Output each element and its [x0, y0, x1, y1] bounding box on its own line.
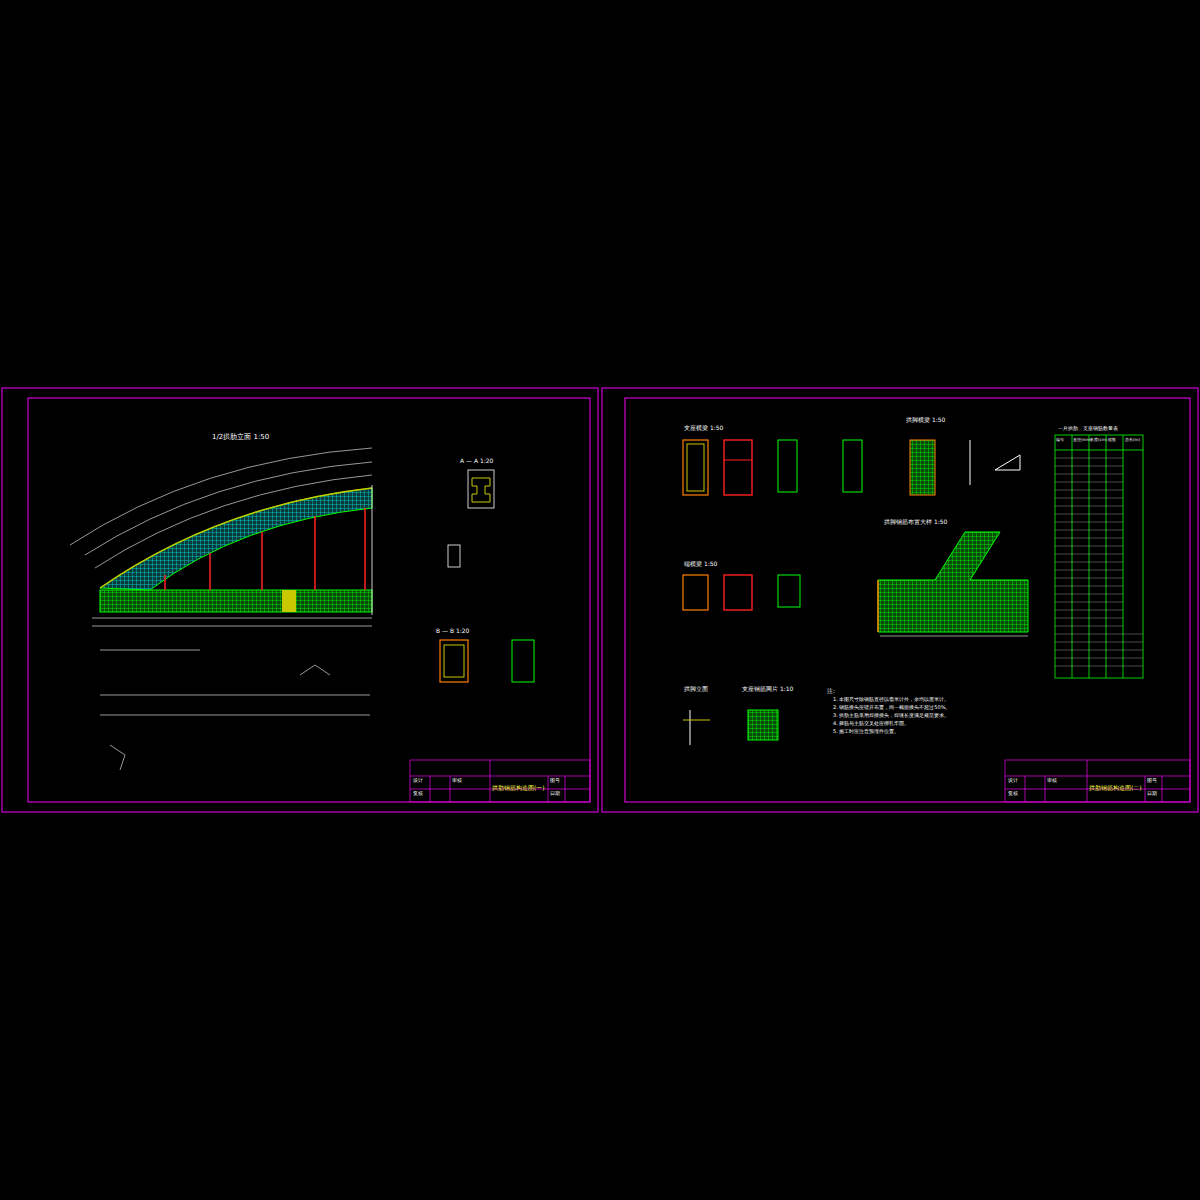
drawing-label: 编号	[1056, 438, 1064, 442]
drawing-label: 拱肋钢筋构造图(一)	[492, 785, 545, 792]
drawing-label: 端横梁 1:50	[684, 561, 717, 568]
drawing-label: 拱脚横梁 1:50	[906, 417, 945, 424]
drawing-label: 图号	[550, 778, 560, 784]
table-rows	[1055, 458, 1143, 666]
drawing-label: 1/2拱肋立面 1:50	[212, 434, 269, 442]
drawing-label: 审核	[452, 778, 462, 784]
drawing-label: 一片拱肋、支座钢筋数量表	[1058, 426, 1118, 432]
drawing-label: 长度(cm)	[1090, 438, 1107, 442]
drawing-label: 设计	[413, 778, 423, 784]
arch-elevation	[70, 448, 534, 770]
drawing-label: 设计	[1008, 778, 1018, 784]
drawing-label: B — B 1:20	[436, 628, 469, 635]
drawing-label: 拱肋钢筋构造图(二)	[1089, 785, 1142, 792]
rebar-table	[1055, 435, 1143, 678]
drawing-label: 拱脚钢筋布置大样 1:50	[884, 519, 947, 526]
drawing-label: 4. 箍筋与主筋交叉处应绑扎牢固。	[833, 721, 909, 727]
drawing-label: 支座横梁 1:50	[684, 425, 723, 432]
drawing-label: 日期	[1147, 791, 1157, 797]
drawing-label: 复核	[413, 791, 423, 797]
drawing-label: 2. 钢筋接头应错开布置，同一截面接头不超过50%。	[833, 705, 950, 711]
drawing-label: 根数	[1108, 438, 1116, 442]
drawing-label: A — A 1:20	[460, 458, 493, 465]
drawing-label: 直径(mm)	[1073, 438, 1092, 442]
drawing-label: 1. 本图尺寸除钢筋直径以毫米计外，余均以厘米计。	[833, 697, 949, 703]
drawing-label: 3. 拱肋主筋采用焊接接头，焊缝长度满足规范要求。	[833, 713, 949, 719]
drawing-label: 5. 施工时应注意预埋件位置。	[833, 729, 899, 735]
beam-sections	[683, 440, 1028, 745]
sheet-frame	[2, 388, 1198, 812]
drawing-label: 审核	[1047, 778, 1057, 784]
drawing-label: 拱脚立面	[684, 686, 708, 693]
drawing-label: 注:	[827, 688, 835, 695]
drawing-label: 复核	[1008, 791, 1018, 797]
title-block	[410, 760, 1190, 802]
drawing-label: 支座钢筋网片 1:10	[742, 686, 793, 693]
drawing-label: 日期	[550, 791, 560, 797]
drawing-label: 总长(m)	[1125, 438, 1140, 442]
drawing-label: 图号	[1147, 778, 1157, 784]
